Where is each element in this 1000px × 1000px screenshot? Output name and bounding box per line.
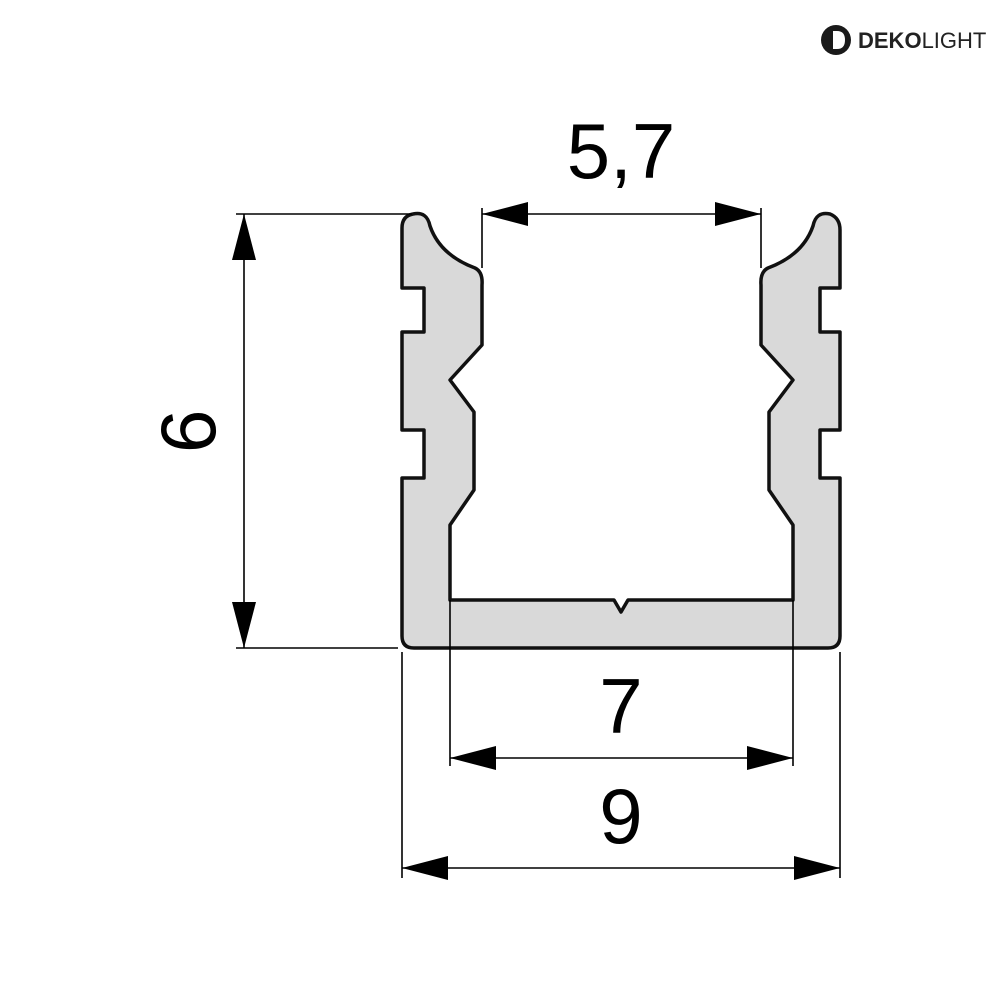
dimension-inner-width: 7: [449, 600, 794, 770]
arrow-right: [715, 202, 761, 226]
arrow-left: [482, 202, 528, 226]
dimension-label-outer-width: 9: [599, 772, 642, 860]
brand-name-light: LIGHT: [922, 28, 987, 53]
arrow-right: [794, 856, 840, 880]
arrow-left: [402, 856, 448, 880]
dimension-label-inner-width: 7: [599, 662, 642, 750]
dimension-label-height: 9: [145, 409, 233, 452]
dimension-top-opening: 5,7: [481, 107, 762, 268]
arrow-right: [747, 746, 793, 770]
arrow-top: [232, 214, 256, 260]
brand-logo: DEKOLIGHT: [821, 25, 986, 55]
dimension-height: 9: [145, 213, 412, 649]
dimension-outer-width: 9: [401, 652, 841, 880]
brand-name-bold: DEKO: [858, 28, 922, 53]
brand-name: DEKOLIGHT: [858, 28, 986, 53]
aluminium-profile-section: [400, 211, 842, 650]
dimension-label-top: 5,7: [567, 107, 675, 195]
dekolight-d-logo-icon: [821, 25, 851, 55]
arrow-left: [450, 746, 496, 770]
arrow-bottom: [232, 602, 256, 648]
